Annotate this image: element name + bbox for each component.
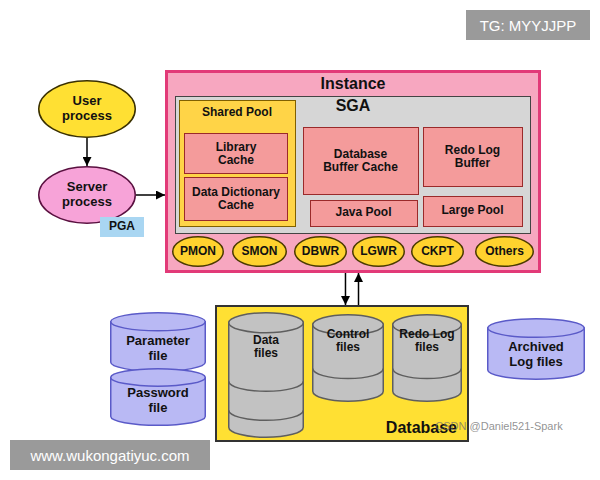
node-label: Parameter file <box>110 334 206 363</box>
flow-arrow <box>86 138 88 166</box>
flow-arrow <box>358 273 360 305</box>
instance-box: InstanceSGAShared PoolLibrary CacheData … <box>165 70 541 273</box>
background-process: SMON <box>232 236 287 267</box>
cache-box: Database Buffer Cache <box>303 127 419 195</box>
process-ellipse: User process <box>38 80 136 138</box>
flow-arrow <box>345 273 347 305</box>
memory-pool-box: Java Pool <box>310 200 418 227</box>
cylinder-top <box>488 319 585 338</box>
cylinder-body <box>313 325 384 401</box>
ellipse-shape <box>412 237 464 267</box>
cylinder-ring <box>229 410 304 420</box>
background-process: DBWR <box>294 236 347 267</box>
cylinder-ring <box>313 369 384 379</box>
cylinder-body <box>229 323 304 438</box>
process-ellipse: Server processPGA <box>38 166 136 224</box>
ellipse-shape <box>233 237 287 267</box>
background-process: PMON <box>172 236 224 267</box>
watermark-text: CSDN @Daniel521-Spark <box>424 418 574 434</box>
node-label: PGA <box>100 220 144 233</box>
ellipse-shape <box>295 237 347 267</box>
watermark-text: www.wukongatiyuc.com <box>10 440 210 470</box>
node-label: Shared Pool <box>180 106 295 119</box>
file-cylinder: Password file <box>110 368 206 426</box>
node-label: User process <box>38 94 136 123</box>
memory-area-box: SGAShared PoolLibrary CacheData Dictiona… <box>175 96 531 234</box>
ellipse-shape <box>173 237 224 267</box>
node-label: PMON <box>172 245 224 258</box>
ellipse-shape <box>353 237 405 267</box>
cylinder-top <box>111 313 206 331</box>
cylinder-top <box>111 369 206 386</box>
cache-box: Library Cache <box>184 133 288 174</box>
cache-box: Data Dictionary Cache <box>184 177 288 221</box>
cylinder-top <box>229 313 304 333</box>
ellipse-shape <box>39 167 136 224</box>
node-label: Java Pool <box>311 206 417 219</box>
node-label: LGWR <box>352 245 405 258</box>
cylinder-outline <box>228 312 304 438</box>
node-label: CKPT <box>411 245 464 258</box>
node-label: Redo Log files <box>392 328 462 355</box>
node-label: Large Pool <box>424 204 522 217</box>
file-cylinder: Control files <box>312 314 384 402</box>
flow-arrow <box>136 194 165 196</box>
file-cylinder: Parameter file <box>110 312 206 372</box>
node-label: SMON <box>232 245 287 258</box>
cylinder-ring <box>393 369 462 379</box>
node-label: Data files <box>228 334 304 361</box>
node-label: Server process <box>38 180 136 209</box>
file-cylinder: Archived Log files <box>487 318 585 380</box>
background-process: LGWR <box>352 236 405 267</box>
background-process: CKPT <box>411 236 464 267</box>
cylinder-ring <box>229 381 304 391</box>
file-cylinder: Redo Log files <box>392 314 462 402</box>
database-box: DatabaseData filesControl filesRedo Log … <box>215 305 469 442</box>
file-cylinder: Data files <box>228 312 304 438</box>
memory-tag: PGA <box>100 217 144 237</box>
watermark-text: TG: MYYJJPP <box>466 10 590 40</box>
memory-pool-box: Shared PoolLibrary CacheData Dictionary … <box>179 100 296 227</box>
node-label: Instance <box>168 75 538 93</box>
ellipse-shape <box>39 81 136 138</box>
buffer-box: Redo Log Buffer <box>423 127 523 187</box>
ellipse-shape <box>476 237 534 267</box>
background-process: Others <box>475 236 534 267</box>
node-label: Archived Log files <box>487 340 585 369</box>
node-label: Redo Log Buffer <box>424 143 522 170</box>
memory-pool-box: Large Pool <box>423 196 523 227</box>
node-label: DBWR <box>294 245 347 258</box>
node-label: Password file <box>110 386 206 415</box>
node-label: Others <box>475 245 534 258</box>
node-label: Data Dictionary Cache <box>185 186 287 213</box>
node-label: Control files <box>312 328 384 355</box>
node-label: Database Buffer Cache <box>304 147 418 174</box>
node-label: Library Cache <box>185 140 287 167</box>
cylinder-body <box>393 325 462 402</box>
